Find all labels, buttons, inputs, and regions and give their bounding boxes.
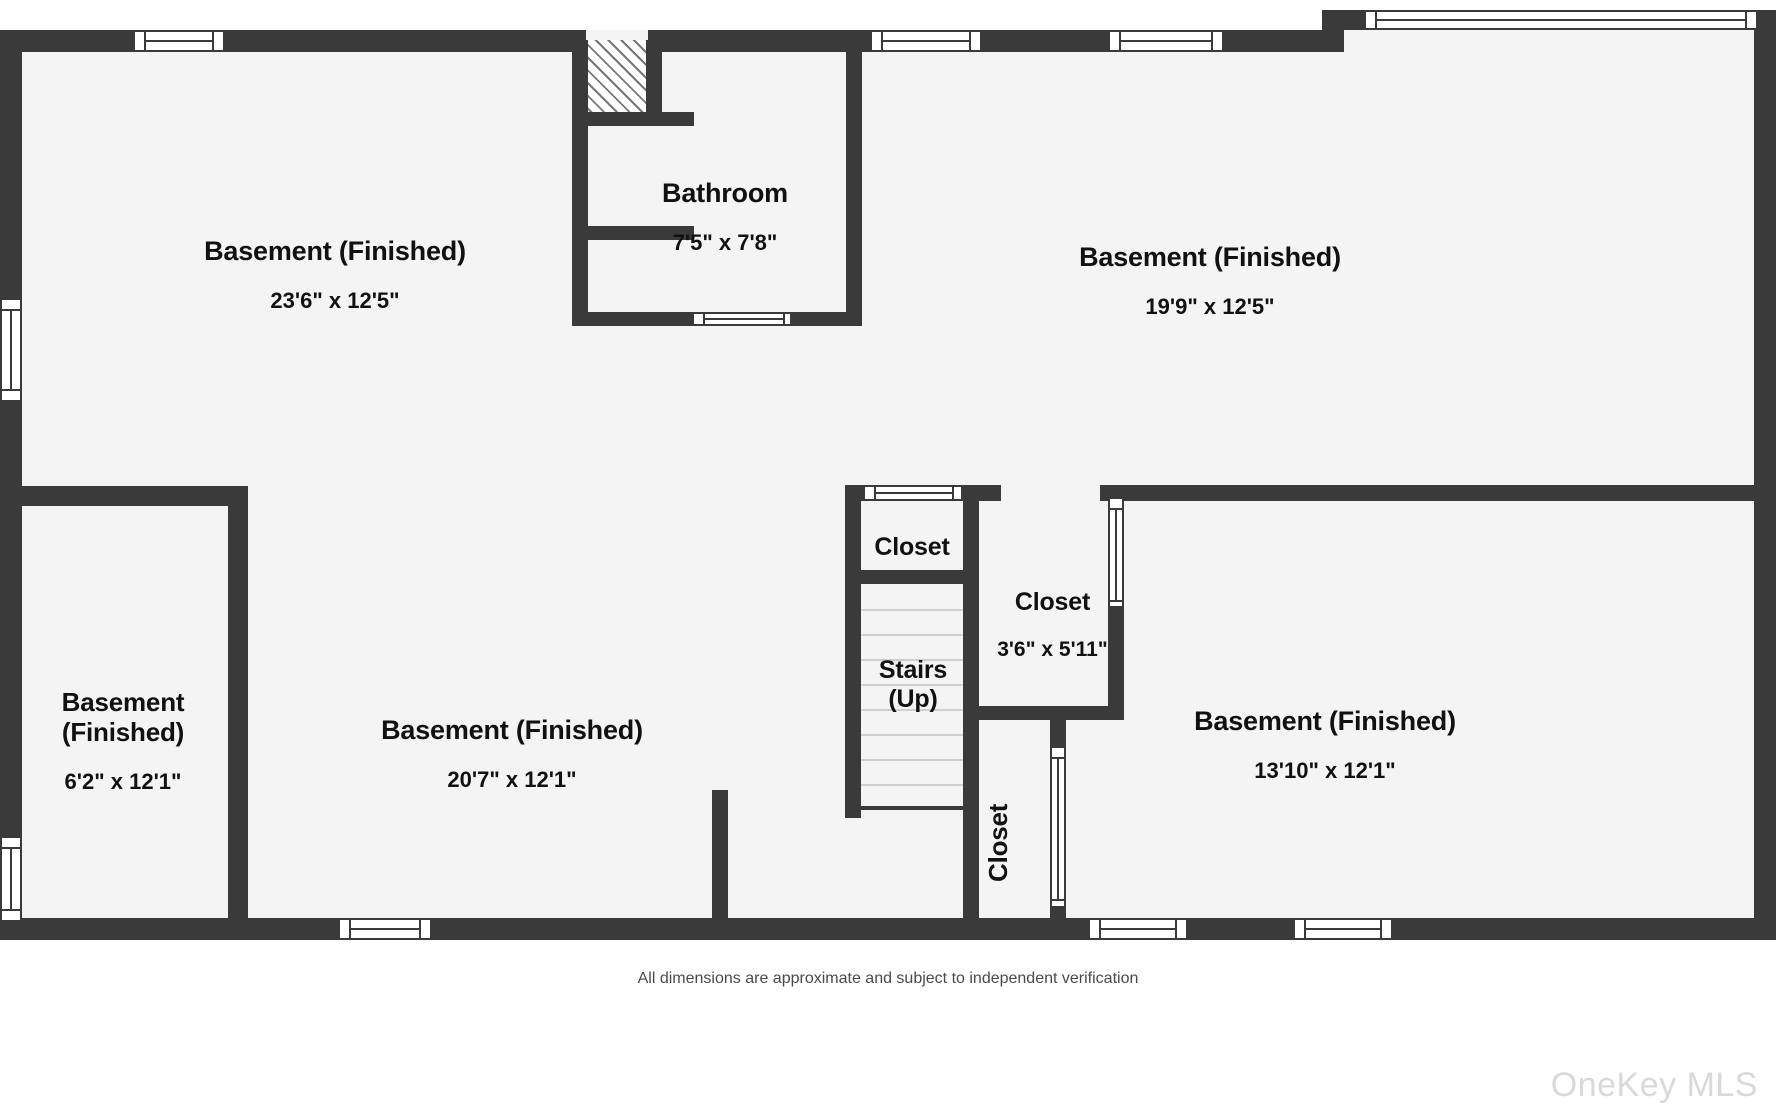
watermark-onekey-mls: OneKey MLS [1550,1066,1758,1104]
stairs-bottom-edge [845,804,979,810]
interior-wall-sw-right [228,486,248,938]
stair-tread [861,634,963,636]
interior-wall-midleft [0,486,248,506]
bathroom-door-opening [694,312,794,326]
bathroom-wall-stub-left [572,226,694,240]
closet-top-door-opening [865,485,963,501]
window-top-3 [1110,30,1222,52]
exterior-wall-top-middle [648,30,1330,52]
stair-tread [861,609,963,611]
support-pier [712,790,728,940]
chimney-wall-right [646,40,662,126]
window-bottom-3 [1295,918,1391,940]
stair-tread [861,659,963,661]
closet-top-wall-left [845,485,867,501]
window-bottom-1 [340,918,430,940]
bathroom-wall-bottom-right [790,312,862,326]
closet-mid-wall-right [1108,606,1124,718]
exterior-wall-top-left [0,30,586,52]
stair-tread [861,734,963,736]
disclaimer-text: All dimensions are approximate and subje… [637,970,1139,987]
floor-fill-upper-right-step [1330,10,1776,500]
closet-mid-wall-top-run [1100,485,1776,501]
chimney-wall-bottom [572,112,694,126]
exterior-wall-bottom [0,918,1776,940]
window-top-right-step [1366,10,1756,30]
exterior-wall-left [0,30,22,940]
floor-fill-upper [18,30,1358,500]
stair-tread [861,759,963,761]
bathroom-wall-bottom-left [572,312,694,326]
bathroom-wall-left [572,112,588,324]
stair-tread [861,709,963,711]
closet-lower-door-opening [1050,748,1066,910]
window-bottom-2 [1090,918,1186,940]
window-top-2 [872,30,980,52]
closet-stairs-divider [845,570,979,584]
chimney-shaft-hatch [586,40,648,118]
stair-tread [861,784,963,786]
stair-tread [861,684,963,686]
window-top-1 [135,30,223,52]
window-left-upper [0,300,22,400]
window-left-lower [0,838,22,920]
closet-lower-wall-right-bottom [1050,906,1066,940]
floor-fill-lower-left [18,490,248,938]
stairwell-wall-right [963,485,979,937]
stairs-run [861,584,963,806]
closet-lower-wall-right-top [1050,706,1066,750]
closet-mid-door-opening [1108,499,1124,611]
stairwell-wall-left [845,485,861,818]
chimney-wall-left [572,40,588,126]
exterior-wall-right [1754,10,1776,940]
closet-top-wall-right [961,485,1001,501]
bathroom-wall-right [846,40,862,326]
